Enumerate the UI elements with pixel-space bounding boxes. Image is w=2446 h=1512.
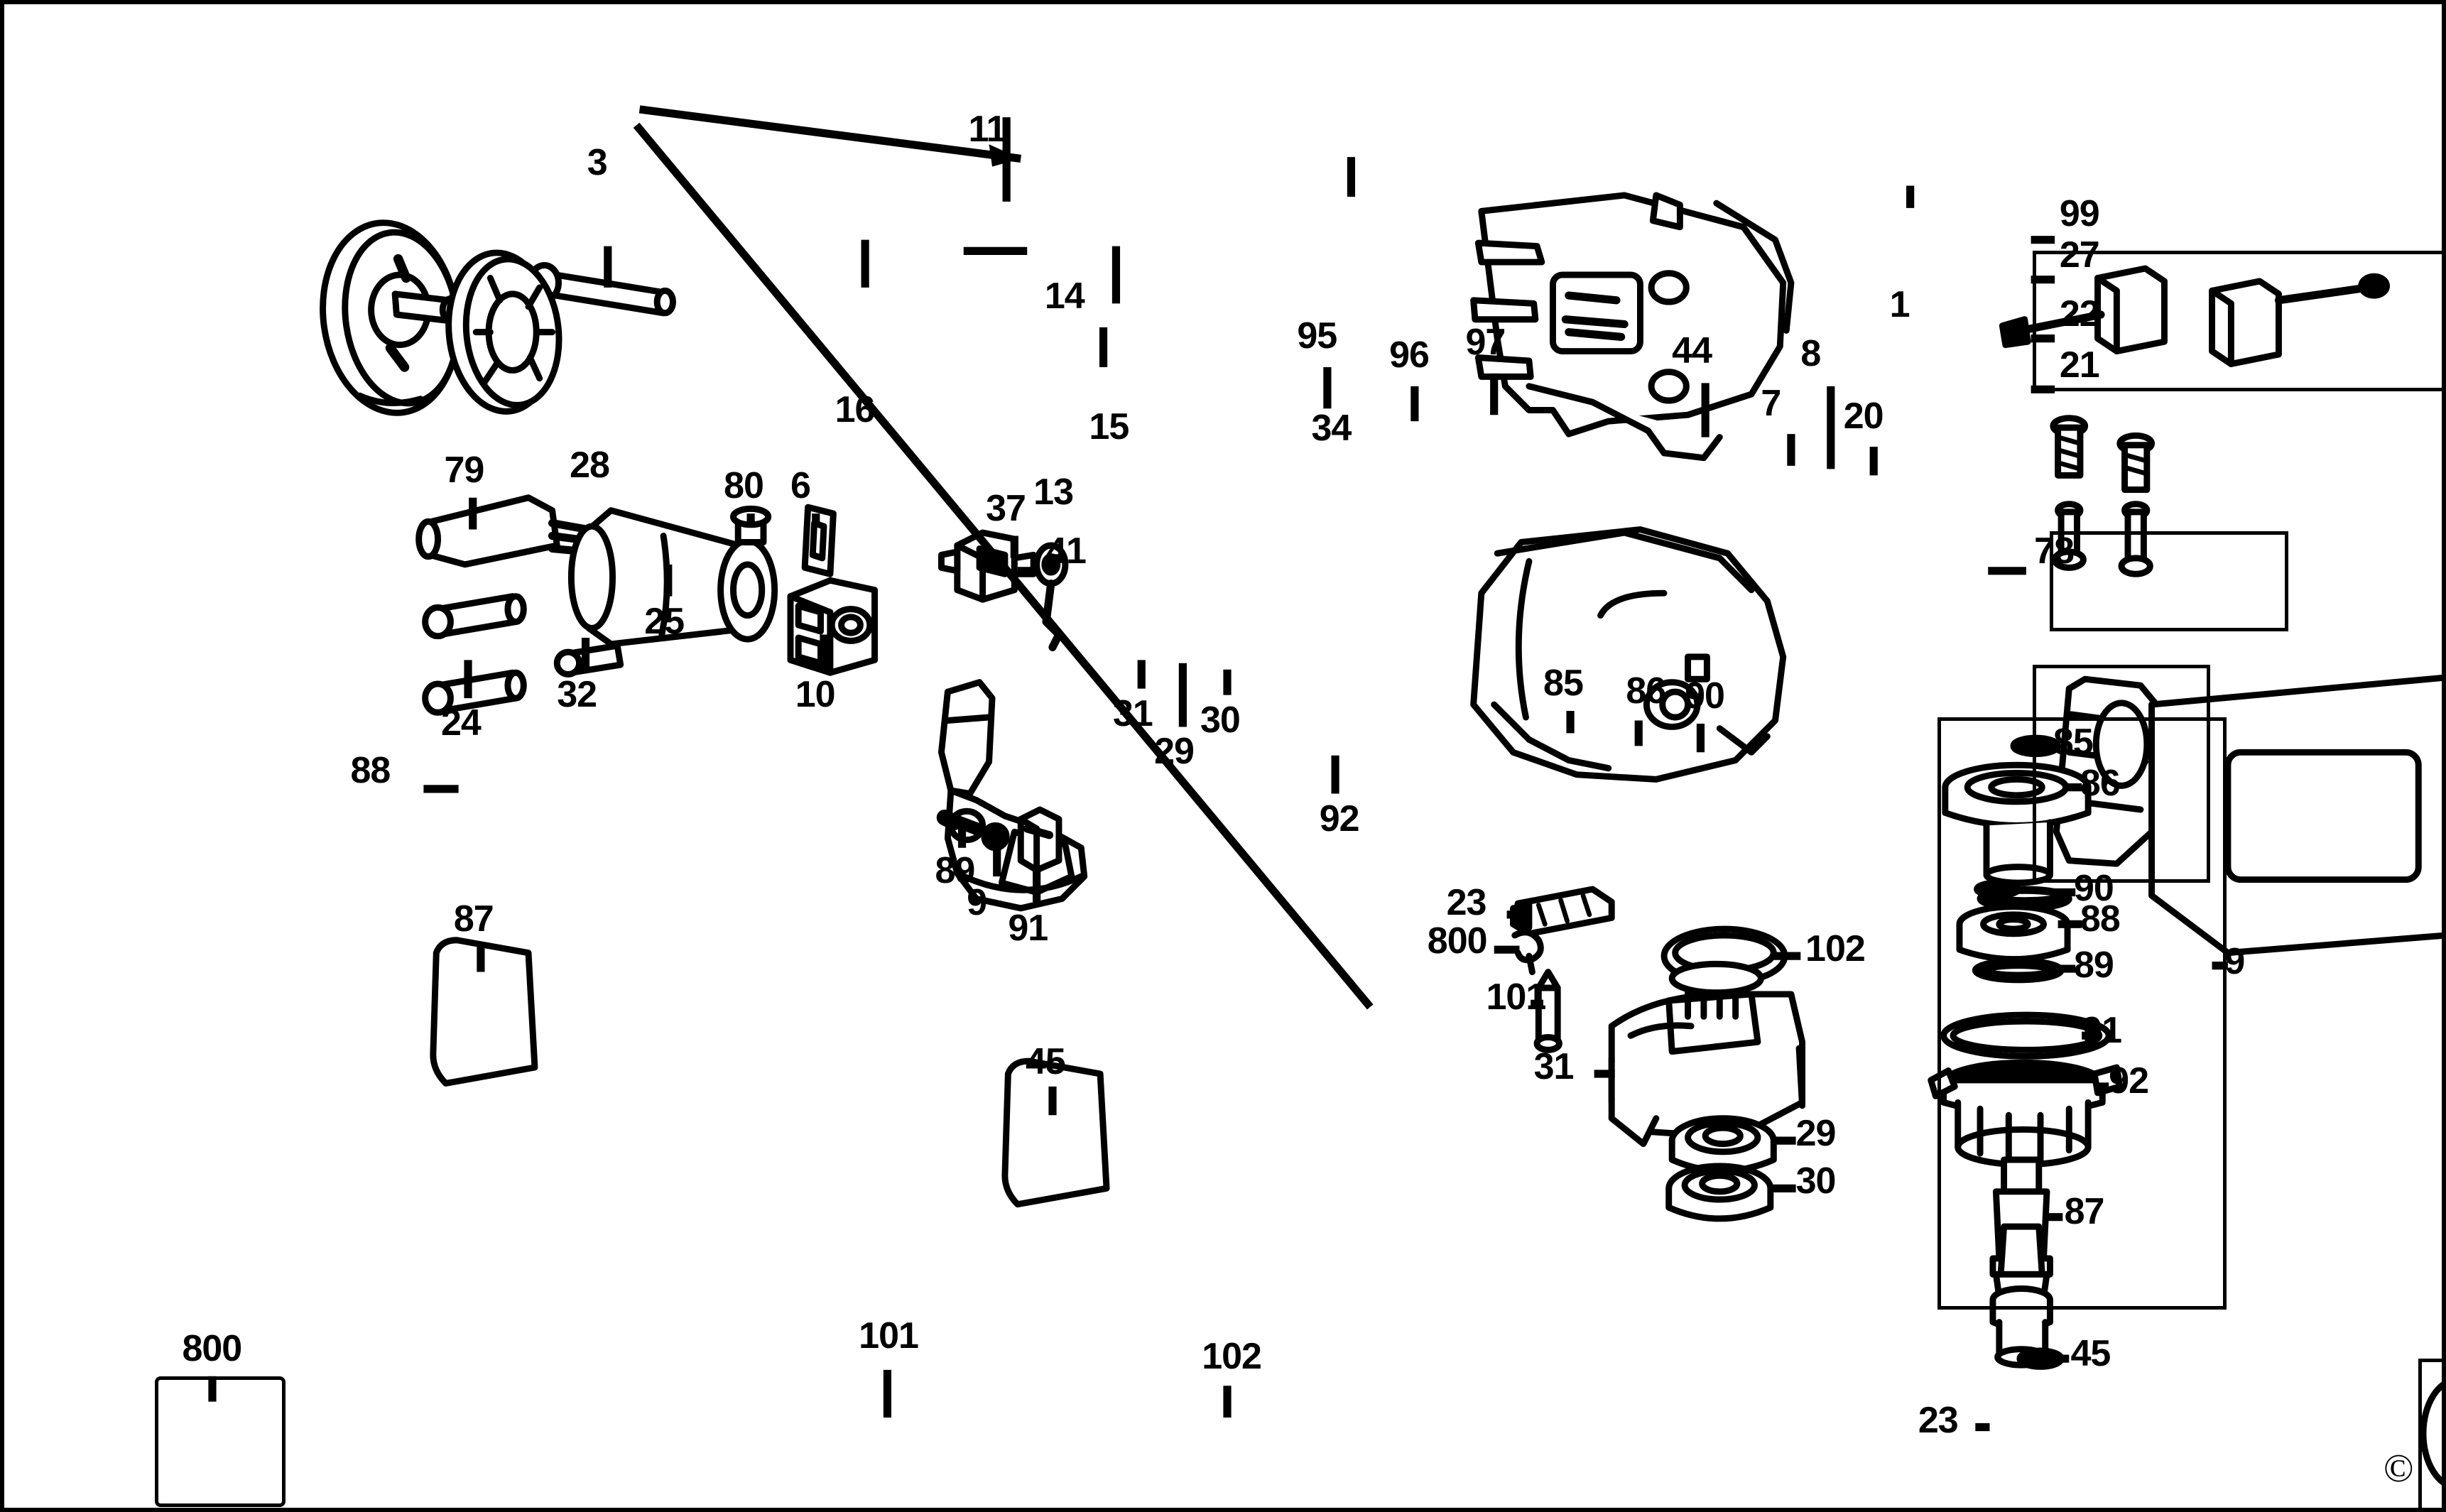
callout-80: 91 [1008,908,1048,950]
group-box-11 [2032,251,2442,391]
group-box-800 [155,1376,286,1507]
part-21-bolts-mid [422,593,527,716]
part-80-clip [1017,806,1062,874]
part-4-fan-housing [445,249,562,415]
callout-800: 800 [182,1327,242,1369]
part-28-strain-relief [415,494,628,568]
part-37-nameplate [430,937,538,1087]
callout-20: 88 [350,750,391,792]
callout-92: 92 [2109,1060,2149,1102]
group-box-13 [2050,531,2288,631]
callout-63: 96 [1389,335,1430,376]
callout-90: 90 [2073,868,2114,910]
callout-102: 102 [1202,1336,1262,1377]
callout-13: 37 [986,487,1026,529]
callout-11: 11 [968,109,1006,151]
callout-86: 86 [2080,763,2121,805]
callout-101: 101 [859,1315,919,1356]
callout-44: 85 [1543,663,1584,705]
callout-88: 88 [2080,898,2121,940]
callout-29: 29 [1795,1113,1837,1155]
callout-22: 32 [557,673,597,715]
callout-96: 29 [1154,731,1195,773]
callout-51: 44 [1672,330,1712,371]
part-32-clip [1511,929,1544,976]
callout-32: 800 [1427,920,1488,962]
part-21-bolt-top [526,262,676,317]
callout-58: 21 [2059,344,2100,386]
part-78-pin [936,809,983,835]
callout-4: 15 [1089,406,1129,448]
callout-62: 97 [1465,322,1506,364]
callout-8: 90 [1685,675,1725,717]
part-10-oring [1660,925,1788,986]
callout-45: 45 [2070,1332,2111,1374]
part-45-ring [2016,1347,2065,1370]
callout-25: 23 [1446,882,1487,924]
callout-64: 95 [1297,315,1337,357]
callout-57: 22 [2059,293,2100,335]
callout-65: 14 [1044,276,1085,317]
callout-30: 30 [1795,1160,1837,1202]
callout-41: 45 [1025,1041,1066,1083]
callout-97: 30 [1200,699,1241,741]
callout-15: 6 [790,465,811,507]
part-16-screw [730,505,772,545]
callout-10: 102 [1805,928,1866,970]
callout-54: 20 [1843,395,1884,437]
callout-79: 9 [967,882,987,924]
callout-27: 25 [644,600,685,642]
part-79-ball [981,822,1010,852]
group-box-9 [1937,717,2227,1310]
callout-85: 85 [2053,721,2094,763]
callout-56: 27 [2059,234,2100,276]
callout-21-mid: 24 [441,702,482,744]
part-31-guard [1608,960,1806,1148]
part-14-switch-block [787,577,878,676]
part-41-nameplate [1001,1057,1110,1208]
callout-37: 87 [453,898,494,940]
callout-16: 80 [724,465,764,507]
part-30-flange [1665,1163,1774,1222]
callout-91: 91 [2082,1009,2122,1051]
callout-52: 7 [1761,382,1781,424]
group-box-20 [2032,665,2211,883]
part-3-housing-upper [1470,192,1795,462]
callout-7: 86 [1626,670,1666,712]
callout-78: 89 [935,850,976,892]
callout-95: 31 [1112,692,1153,734]
callout-5: 16 [835,388,876,430]
callout-87: 87 [2064,1191,2105,1233]
callout-9: 9 [2224,941,2245,983]
callout-19: 13 [1033,472,1074,513]
callout-53: 8 [1800,333,1821,375]
callout-14: 10 [795,673,836,715]
callout-55: 99 [2059,192,2100,234]
callout-89: 89 [2073,944,2114,986]
part-15-plate [801,504,837,577]
callout-28: 79 [444,449,484,491]
callout-23: 23 [1918,1399,1959,1441]
part-25-latch [1510,886,1615,937]
callout-1: 1 [1889,283,1910,325]
callout-99: 41 [1046,531,1087,572]
copyright-symbol: © [2384,1447,2414,1491]
callout-6: 92 [1319,798,1360,839]
callout-31: 31 [1533,1046,1575,1088]
group-box-6 [2418,1359,2442,1508]
part-5-baffle [320,219,462,416]
callout-24: 101 [1486,976,1547,1018]
callout-34: 34 [1311,408,1352,450]
part-29-flange [1668,1115,1777,1175]
callout-3: 3 [587,142,608,184]
part-3-housing-lower [1470,526,1787,783]
part-22-screw [553,642,624,678]
callout-21-top: 28 [570,445,610,486]
callout-26: 78 [2034,531,2075,572]
